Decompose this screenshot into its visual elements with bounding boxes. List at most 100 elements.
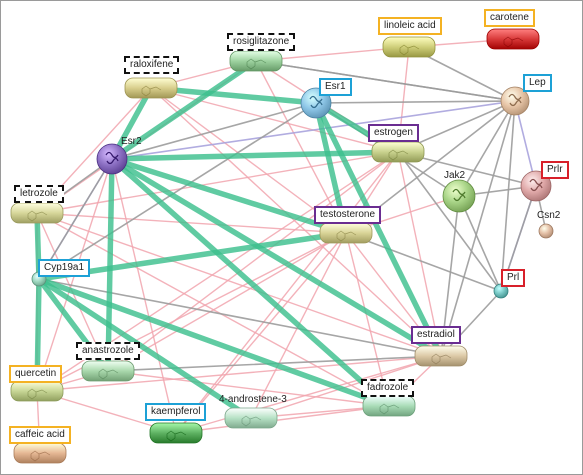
edge-Esr1-Lep (315, 100, 516, 104)
drug-pill (319, 222, 373, 244)
edge-Esr2-estrogen (109, 149, 401, 162)
molecule-icon (379, 403, 400, 415)
node-androstene[interactable] (224, 407, 278, 429)
node-letrozole[interactable] (10, 202, 64, 224)
protein-structure-icon (508, 93, 522, 107)
edge-raloxifene-estrogen (150, 87, 399, 153)
edge-Lep-Prl (500, 100, 516, 292)
label-kaempferol: kaempferol (145, 403, 207, 421)
molecule-icon (399, 44, 420, 56)
edge-Jak2-Prl (458, 195, 502, 292)
edge-Prl-testosterone (345, 232, 502, 292)
edge-estradiol-quercetin (36, 355, 442, 392)
protein-sphere (96, 143, 128, 175)
edge-raloxifene-Esr1 (148, 85, 319, 106)
drug-pill (362, 395, 416, 417)
molecule-icon (27, 210, 48, 222)
drug-pill (149, 422, 203, 444)
drug-pill (124, 77, 178, 99)
node-rosiglitazone[interactable] (229, 50, 283, 72)
node-jak2[interactable] (442, 179, 476, 213)
edge-Esr2-anastrozole (105, 156, 115, 374)
drug-pill (229, 50, 283, 72)
label-anastrozole: anastrozole (76, 342, 140, 360)
molecule-icon (241, 415, 262, 427)
drug-pill (486, 28, 540, 50)
edge-estradiol-kaempferol (175, 355, 442, 434)
edge-rosiglitazone-Esr2 (109, 58, 259, 162)
label-4-androstene-3: 4-androstene-3 (219, 394, 287, 405)
molecule-icon (141, 85, 162, 97)
label-csn2: Csn2 (537, 210, 561, 221)
label-quercetin: quercetin (9, 365, 63, 383)
drug-pill (414, 345, 468, 367)
edge-Lep-estradiol (440, 100, 516, 357)
protein-sphere (500, 86, 530, 116)
edge-Esr2-Lep (111, 100, 516, 160)
protein-structure-icon (309, 95, 323, 109)
drug-pill (224, 407, 278, 429)
node-estradiol[interactable] (414, 345, 468, 367)
edge-Esr2-kaempferol (111, 158, 177, 434)
label-prl: Prl (501, 269, 526, 287)
molecule-icon (166, 430, 187, 442)
label-esr2: Esr2 (121, 136, 142, 147)
node-estrogen[interactable] (371, 141, 425, 163)
edge-Cyp19a1-testosterone (36, 230, 349, 282)
protein-sphere (538, 223, 554, 239)
label-carotene: carotene (484, 9, 535, 27)
protein-structure-icon (452, 188, 466, 202)
drug-pill (13, 442, 67, 464)
label-estrogen: estrogen (368, 124, 419, 142)
nodes-layer (10, 28, 554, 464)
drug-pill (10, 202, 64, 224)
node-fadrozole[interactable] (362, 395, 416, 417)
node-linoleic-acid[interactable] (382, 36, 436, 58)
node-quercetin[interactable] (10, 380, 64, 402)
edge-rosiglitazone-testosterone (255, 60, 347, 234)
node-csn2[interactable] (538, 223, 554, 239)
label-testosterone: testosterone (314, 206, 382, 224)
molecule-icon (98, 368, 119, 380)
label-letrozole: letrozole (14, 185, 64, 203)
drug-pill (371, 141, 425, 163)
edge-estrogen-anastrozole (107, 151, 399, 372)
edge-Cyp19a1-fadrozole (36, 276, 392, 409)
label-raloxifene: raloxifene (124, 56, 180, 74)
drug-pill (382, 36, 436, 58)
edge-Cyp19a1-estradiol (38, 278, 442, 357)
label-esr1: Esr1 (319, 78, 352, 96)
molecule-icon (431, 353, 452, 365)
molecule-icon (336, 230, 357, 242)
molecule-icon (27, 388, 48, 400)
label-lep: Lep (523, 74, 552, 92)
edge-Cyp19a1-androstene (36, 276, 254, 421)
node-esr2[interactable] (96, 143, 128, 175)
node-kaempferol[interactable] (149, 422, 203, 444)
edge-androstene-estradiol (250, 355, 442, 419)
protein-structure-icon (529, 178, 543, 192)
node-raloxifene[interactable] (124, 77, 178, 99)
node-lep[interactable] (500, 86, 530, 116)
molecule-icon (388, 149, 409, 161)
label-cyp19a1: Cyp19a1 (38, 259, 91, 277)
edge-Esr2-testosterone (109, 156, 349, 236)
label-estradiol: estradiol (411, 326, 461, 344)
node-testosterone[interactable] (319, 222, 373, 244)
node-caffeic-acid[interactable] (13, 442, 67, 464)
edge-letrozole-testosterone (36, 212, 347, 234)
node-carotene[interactable] (486, 28, 540, 50)
molecule-icon (503, 36, 524, 48)
label-jak2: Jak2 (444, 170, 466, 181)
edge-anastrozole-fadrozole (107, 370, 390, 407)
label-fadrozole: fadrozole (361, 379, 415, 397)
edge-Prl-estradiol (440, 290, 502, 357)
edge-Esr2-fadrozole (109, 156, 392, 409)
protein-structure-icon (105, 151, 119, 165)
label-caffeic-acid: caffeic acid (9, 426, 71, 444)
edge-kaempferol-fadrozole (175, 405, 390, 434)
edge-testosterone-fadrozole (345, 232, 390, 407)
node-anastrozole[interactable] (81, 360, 135, 382)
